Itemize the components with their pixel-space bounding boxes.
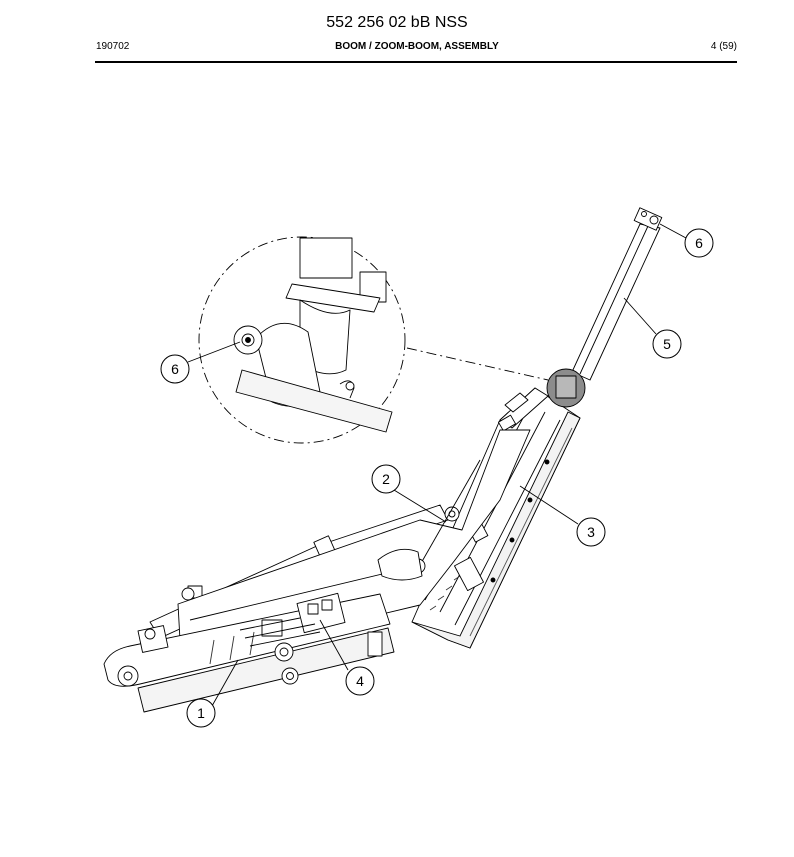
date-code: 190702 — [96, 41, 130, 52]
leader-lines — [187, 223, 687, 707]
detail-view — [198, 236, 549, 444]
callout-3: 3 — [576, 517, 606, 547]
callout-2: 2 — [371, 464, 401, 494]
valve-block — [239, 592, 383, 662]
svg-text:1: 1 — [197, 705, 205, 721]
svg-text:6: 6 — [171, 361, 179, 377]
page-number: 4 (59) — [710, 41, 737, 52]
page-title: BOOM / ZOOM-BOOM, ASSEMBLY — [335, 41, 499, 52]
callout-5: 5 — [652, 329, 682, 359]
svg-text:3: 3 — [587, 524, 595, 540]
callout-1: 1 — [186, 698, 216, 728]
svg-text:6: 6 — [695, 235, 703, 251]
callout-6-detail: 6 — [160, 354, 190, 384]
extension-cylinder — [571, 207, 663, 381]
svg-text:2: 2 — [382, 471, 390, 487]
svg-text:5: 5 — [663, 336, 671, 352]
document-number: 552 256 02 bB NSS — [326, 14, 468, 31]
detail-source-hub — [555, 375, 577, 399]
header-rule — [95, 61, 737, 63]
callout-4: 4 — [345, 666, 375, 696]
callout-6-top: 6 — [684, 228, 714, 258]
svg-text:4: 4 — [356, 673, 364, 689]
